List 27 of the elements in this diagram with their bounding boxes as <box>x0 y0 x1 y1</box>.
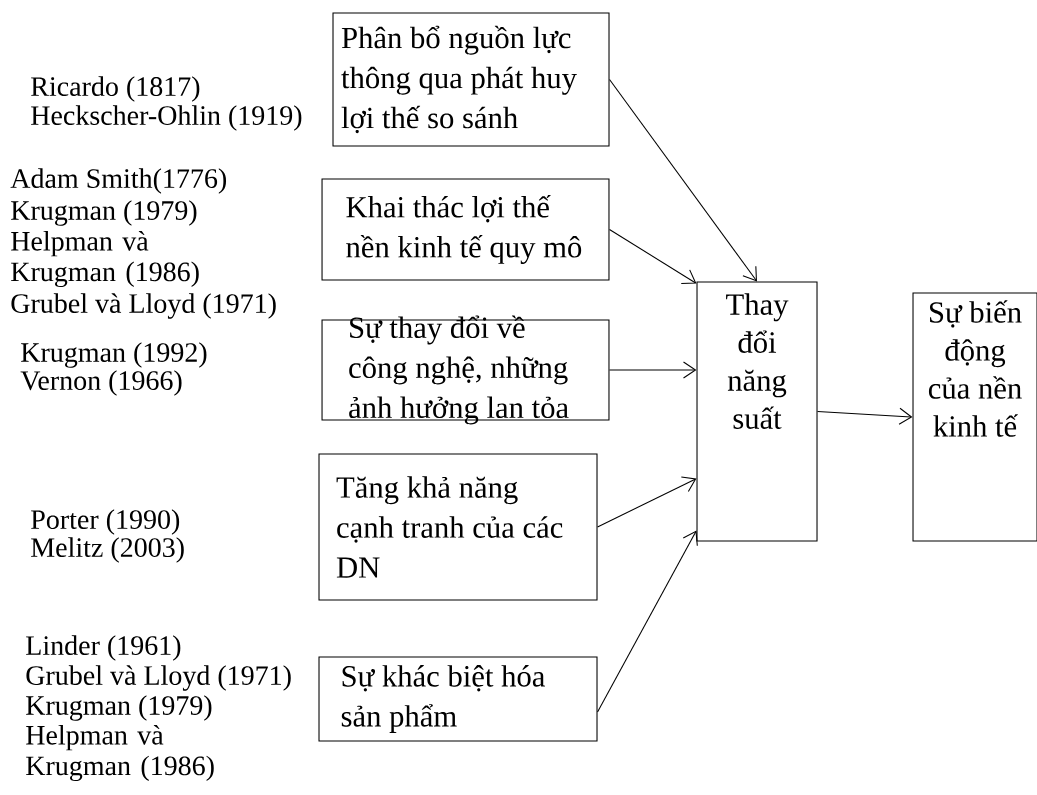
citation: Helpman và Krugman (1986) <box>26 724 214 782</box>
citation: Porter (1990) <box>31 509 180 535</box>
citation: Vernon (1966) <box>20 370 182 396</box>
text-box: Tăng khả năng cạnh tranh của các DN <box>318 453 598 601</box>
citation: Linder (1961) <box>26 635 181 661</box>
citation: Adam Smith(1776) <box>10 168 227 194</box>
text-box: Sự khác biệt hóa sản phẩm <box>318 656 598 742</box>
arrow <box>609 78 757 282</box>
arrow <box>597 530 698 713</box>
citation: Helpman và Krugman (1986) <box>11 230 199 288</box>
arrow <box>817 407 913 425</box>
citation: Heckscher-Ohlin (1919) <box>31 105 302 131</box>
text-box: Thay đổi năng suất <box>696 281 818 542</box>
text-box: Sự thay đổi về công nghệ, những ảnh hưởng lan tỏa <box>321 315 610 425</box>
text-box: Phân bổ nguồn lực thông qua phát huy lợi thế so sánh <box>332 12 610 147</box>
citation: Grubel và Lloyd (1971) <box>11 293 276 319</box>
arrow <box>608 228 697 284</box>
citation: Melitz (2003) <box>31 537 184 563</box>
citation: Grubel và Lloyd (1971) <box>26 665 291 691</box>
arrow <box>597 476 697 528</box>
text-box: Khai thác lợi thế nền kinh tế quy mô <box>321 178 610 281</box>
arrow <box>608 361 697 379</box>
citation: Ricardo (1817) <box>31 76 200 102</box>
citation: Krugman (1992) <box>21 342 207 368</box>
text-box: Sự biến động của nền kinh tế <box>912 292 1037 542</box>
citation: Krugman (1979) <box>26 695 212 721</box>
citation: Krugman (1979) <box>11 200 197 226</box>
